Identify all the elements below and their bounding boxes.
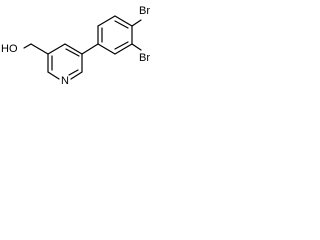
bond-biaryl [81, 43, 99, 55]
bond-c6-n-inner [68, 69, 79, 76]
pyridine-ring [47, 43, 83, 80]
bond-c-br-top [131, 19, 142, 27]
bond-c4-c5-inner [65, 48, 80, 57]
bond-ar3-ar4 [114, 15, 133, 27]
bond-c3-ch2 [30, 43, 49, 55]
hydroxymethyl-group [23, 43, 49, 55]
bond-c-br-bottom [131, 43, 142, 51]
bond-ar5-ar6 [114, 43, 133, 55]
bond-c6-n [70, 71, 83, 80]
bond-ar2-ar3 [97, 15, 116, 27]
pyridine-nitrogen-label: N [61, 75, 69, 87]
bromine-top-label: Br [139, 5, 150, 17]
bond-n-c2 [47, 71, 60, 80]
bond-c4-c5 [64, 43, 83, 55]
dibromophenyl-ring [97, 15, 133, 55]
bond-ch2-o [23, 43, 32, 49]
bond-c3-c4 [47, 43, 66, 55]
hydroxyl-label: HO [1, 43, 18, 55]
bond-ar6-ar1 [97, 43, 116, 55]
bond-ar3-ar4-inner [114, 20, 129, 29]
bromine-bottom-label: Br [139, 52, 150, 64]
bond-ar5-ar6-inner [114, 41, 129, 50]
chemical-structure: HO N Br Br [1, 5, 150, 87]
